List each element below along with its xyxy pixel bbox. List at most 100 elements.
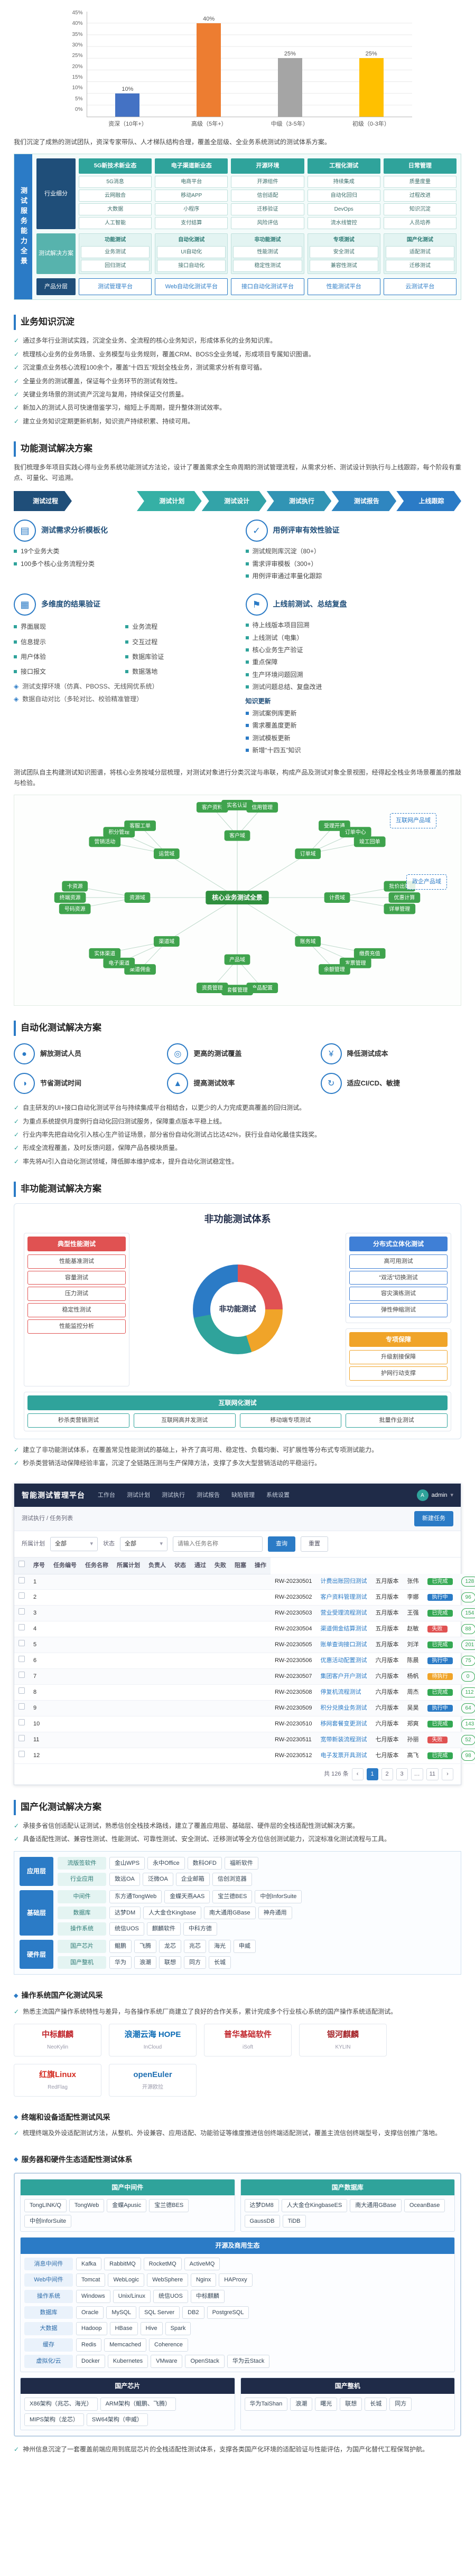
cell-no: 6 bbox=[29, 1653, 271, 1669]
table-row[interactable]: 10 RW-20230510 移网套餐变更测试 六月版本 郑爽 已完成 143 … bbox=[14, 1716, 475, 1733]
feature-bullet-text: 测试案例库更新 bbox=[252, 710, 297, 718]
device-showcase-heading: ◆ 终端和设备适配性测试风采 bbox=[14, 2111, 461, 2124]
row-checkbox[interactable] bbox=[18, 1672, 25, 1678]
row-checkbox[interactable] bbox=[18, 1719, 25, 1726]
nav-item[interactable]: 测试计划 bbox=[127, 1492, 150, 1499]
table-row[interactable]: 2 RW-20230502 客户资料管理测试 五月版本 李娜 执行中 96 5 … bbox=[14, 1589, 475, 1606]
table-row[interactable]: 8 RW-20230508 停复机流程测试 六月版本 周杰 已完成 112 2 … bbox=[14, 1684, 475, 1701]
user-menu[interactable]: A admin ▾ bbox=[416, 1489, 453, 1502]
benefit-label: 适应CI/CD、敏捷 bbox=[347, 1079, 401, 1088]
table-row[interactable]: 4 RW-20230504 渠道佣金结算测试 五月版本 赵敏 失败 88 12 … bbox=[14, 1621, 475, 1638]
solution-item: 回归测试 bbox=[81, 259, 150, 272]
nav-item[interactable]: 系统设置 bbox=[266, 1492, 290, 1499]
plan-filter-select[interactable]: 全部 ▾ bbox=[50, 1537, 98, 1551]
mindmap-node: 计费域 bbox=[324, 892, 350, 903]
mindmap-intro: 测试团队自主构建测试知识图谱，将核心业务按域分层梳理，对测试对象进行分类沉淀与串… bbox=[14, 768, 461, 787]
feature-bullet: 19个业务大类 bbox=[14, 546, 230, 556]
status-filter-select[interactable]: 全部 ▾ bbox=[120, 1537, 167, 1551]
nav-item[interactable]: 测试报告 bbox=[197, 1492, 220, 1499]
table-row[interactable]: 9 RW-20230509 积分兑换业务测试 六月版本 吴昊 执行中 64 4 … bbox=[14, 1700, 475, 1717]
page-button[interactable]: › bbox=[442, 1768, 453, 1780]
page-button[interactable]: 3 bbox=[396, 1768, 408, 1780]
nav-item[interactable]: 缺陷管理 bbox=[231, 1492, 255, 1499]
avatar: A bbox=[416, 1489, 429, 1502]
cell-no: 3 bbox=[29, 1605, 271, 1622]
cell-pass: 75 bbox=[457, 1653, 475, 1669]
table-row[interactable]: 1 RW-20230501 计费出账回归测试 五月版本 张伟 已完成 128 2… bbox=[14, 1574, 475, 1590]
row-checkbox[interactable] bbox=[18, 1592, 25, 1599]
task-name-link[interactable]: 移网套餐变更测试 bbox=[320, 1721, 367, 1728]
table-row[interactable]: 3 RW-20230503 营业受理流程测试 五月版本 王强 已完成 154 0… bbox=[14, 1605, 475, 1622]
nav-item[interactable]: 测试执行 bbox=[162, 1492, 185, 1499]
task-name-link[interactable]: 积分兑换业务测试 bbox=[320, 1705, 367, 1712]
row-checkbox[interactable] bbox=[18, 1640, 25, 1647]
mindmap-node: 账务域 bbox=[295, 936, 321, 947]
select-all-checkbox[interactable] bbox=[18, 1560, 25, 1567]
cell-no: 7 bbox=[29, 1668, 271, 1685]
verification-notes: ◈测试支撑环境（仿真、PBOSS、无线网优系统）◈数据自动对比（多轮对比、校验精… bbox=[14, 681, 230, 705]
row-checkbox[interactable] bbox=[18, 1751, 25, 1758]
reset-button[interactable]: 重置 bbox=[301, 1536, 328, 1552]
table-row[interactable]: 7 RW-20230507 集团客户开户测试 六月版本 杨帆 待执行 0 0 0 bbox=[14, 1668, 475, 1685]
task-name-link[interactable]: 电子发票开具测试 bbox=[320, 1752, 367, 1759]
functional-section: 功能测试解决方案 我们梳理多年项目实践心得与业务系统功能测试方法论，设计了覆盖需… bbox=[14, 441, 461, 1006]
row-checkbox[interactable] bbox=[18, 1735, 25, 1742]
vendor-chip: 长城 bbox=[209, 1956, 231, 1969]
row-checkbox-cell bbox=[14, 1621, 29, 1638]
test-process-flow: 测试过程 测试需求测试计划测试设计测试执行测试报告上线跟踪 bbox=[14, 491, 461, 511]
verification-note-text: 测试支撑环境（仿真、PBOSS、无线网优系统） bbox=[22, 682, 159, 690]
add-task-button[interactable]: 新建任务 bbox=[414, 1511, 453, 1527]
row-checkbox[interactable] bbox=[18, 1608, 25, 1615]
nav-item[interactable]: 工作台 bbox=[98, 1492, 115, 1499]
table-row[interactable]: 5 RW-20230505 账单查询接口测试 五月版本 刘洋 已完成 201 1… bbox=[14, 1637, 475, 1654]
flow-stage: 测试执行 bbox=[266, 491, 331, 511]
task-name-link[interactable]: 营业受理流程测试 bbox=[320, 1610, 367, 1617]
table-row[interactable]: 11 RW-20230511 宽带新装流程测试 七月版本 孙丽 失败 52 9 … bbox=[14, 1732, 475, 1749]
page-button[interactable]: 1 bbox=[366, 1768, 378, 1780]
vendor-chip: 南大通用GBase bbox=[203, 1906, 256, 1920]
capability-column-header: 5G新技术新业态 bbox=[79, 158, 152, 174]
row-checkbox[interactable] bbox=[18, 1624, 25, 1631]
product-chip: Kubernetes bbox=[107, 2354, 148, 2368]
task-name-link[interactable]: 账单查询接口测试 bbox=[320, 1641, 367, 1648]
product-chip: 中创InforSuite bbox=[24, 2214, 72, 2228]
task-name-link[interactable]: 宽带新装流程测试 bbox=[320, 1737, 367, 1743]
search-button[interactable]: 查询 bbox=[268, 1536, 295, 1552]
knowledge-bullet: ✓ 建立业务知识定期更新机制，知识资产持续积累、持续可用。 bbox=[14, 416, 461, 427]
keyword-input[interactable] bbox=[173, 1536, 263, 1552]
task-name-link[interactable]: 停复机流程测试 bbox=[320, 1689, 361, 1696]
svg-text:营销活动: 营销活动 bbox=[94, 838, 115, 845]
page-button[interactable]: … bbox=[411, 1768, 423, 1780]
table-row[interactable]: 6 RW-20230506 优惠活动配置测试 六月版本 陈晨 执行中 75 3 … bbox=[14, 1653, 475, 1669]
task-name-link[interactable]: 集团客户开户测试 bbox=[320, 1673, 367, 1680]
cell-owner: 孙丽 bbox=[403, 1732, 423, 1749]
table-row[interactable]: 12 RW-20230512 电子发票开具测试 七月版本 高飞 已完成 98 0… bbox=[14, 1748, 475, 1764]
task-name-link[interactable]: 优惠活动配置测试 bbox=[320, 1657, 367, 1664]
row-checkbox[interactable] bbox=[18, 1656, 25, 1663]
page-button[interactable]: 2 bbox=[381, 1768, 393, 1780]
task-name-link[interactable]: 客户资料管理测试 bbox=[320, 1594, 367, 1601]
page-button[interactable]: 11 bbox=[426, 1768, 439, 1780]
feature-bullet: 需求覆盖度更新 bbox=[245, 720, 462, 731]
task-name-link[interactable]: 渠道佣金结算测试 bbox=[320, 1626, 367, 1633]
page-button[interactable]: ‹ bbox=[351, 1768, 364, 1780]
cell-owner: 杨帆 bbox=[403, 1668, 423, 1685]
row-checkbox[interactable] bbox=[18, 1687, 25, 1694]
mindmap-node: 优惠计算 bbox=[388, 892, 421, 903]
cell-name: 账单查询接口测试 bbox=[316, 1637, 371, 1654]
cell-plan: 五月版本 bbox=[371, 1574, 403, 1590]
product-chip: ARM架构（鲲鹏、飞腾） bbox=[100, 2397, 176, 2411]
chart-x-labels: 资深（10年+）高级（5年+）中级（3-5年）初级（0-3年） bbox=[63, 119, 412, 129]
row-checkbox[interactable] bbox=[18, 1577, 25, 1583]
nonfunctional-item: 性能监控分析 bbox=[27, 1319, 126, 1334]
task-name-link[interactable]: 计费出账回归测试 bbox=[320, 1578, 367, 1585]
capability-item: 自动化回归 bbox=[307, 189, 380, 202]
flow-stage: 上线跟踪 bbox=[396, 491, 461, 511]
os-vendor-logo: 普华基础软件 iSoft bbox=[204, 2023, 292, 2056]
row-checkbox[interactable] bbox=[18, 1703, 25, 1710]
